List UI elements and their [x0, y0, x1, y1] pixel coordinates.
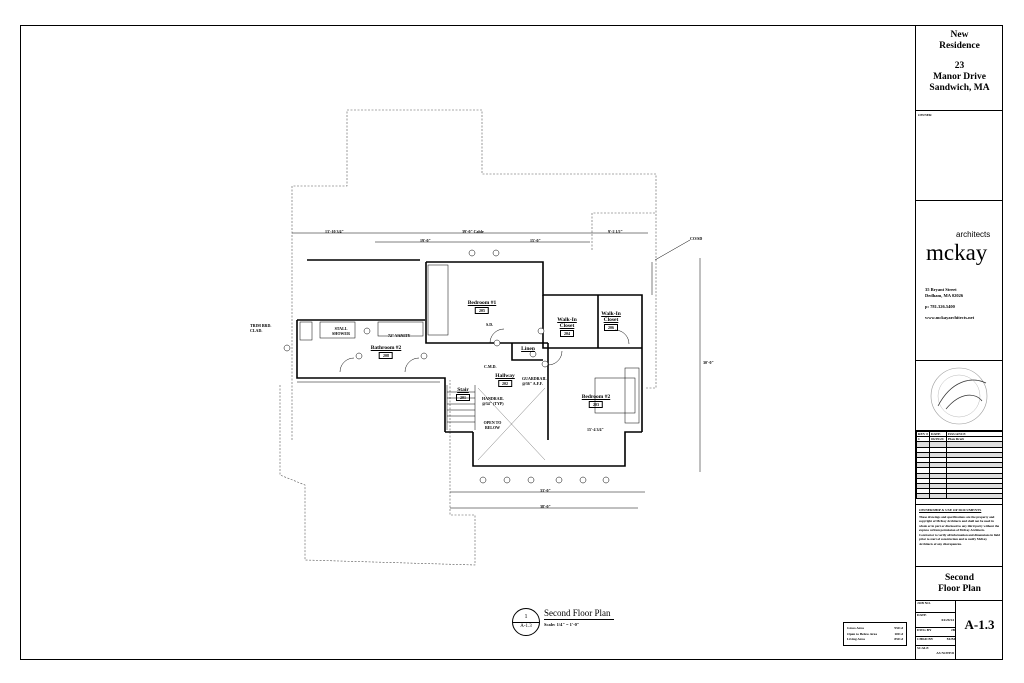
owner-label: OWNER [918, 113, 932, 117]
owner-section: OWNER [916, 111, 1003, 201]
note-vanity: 72" VANITY [388, 333, 411, 338]
dimension-lines [292, 232, 701, 509]
stair-treads [447, 391, 475, 423]
dim-c: 15'-0" [530, 238, 541, 243]
drawing-callout: 1 A-1.3 [512, 608, 540, 636]
address-line: 23 [954, 61, 965, 71]
project-name-line: New [950, 30, 969, 40]
ownership-heading: OWNERSHIP & USE OF DOCUMENTS [919, 508, 982, 512]
architect-seal-icon [930, 367, 988, 425]
note-trim-board: TRIM BRD. CLAD. [250, 323, 272, 333]
firm-address: 35 Bryant Street Dedham, MA 02026 p: 781… [925, 287, 974, 321]
dim-h: 15'-4 3/4" [587, 427, 604, 432]
project-name-line: Residence [939, 41, 980, 51]
floor-plan [279, 109, 701, 566]
firm-web: www.mckayarchitects.net [925, 315, 975, 320]
dim-b: 19'-0" [420, 238, 431, 243]
address-line: Manor Drive [933, 72, 986, 82]
architect-seal-section [916, 361, 1003, 431]
drawing-sheet-border [20, 25, 1003, 660]
sheet-title-line: Second [944, 573, 975, 583]
ownership-section: OWNERSHIP & USE OF DOCUMENTS These drawi… [916, 505, 1003, 567]
sheet-number: A-1.3 [964, 617, 995, 632]
dim-d: 9'-2 1/2" [608, 229, 623, 234]
roof-outline [279, 109, 657, 566]
firm-city: Dedham, MA 02026 [925, 293, 964, 298]
firm-section: architects mckay 35 Bryant Street Dedham… [916, 201, 1003, 361]
callout-sheet: A-1.3 [520, 624, 532, 629]
logo-sub: architects [956, 230, 991, 239]
note-cosd: CO/SD [690, 236, 703, 241]
dim-a: 13'-10 3/4" [325, 229, 344, 234]
drawing-scale: Scale: 1/4" = 1'-0" [544, 622, 580, 627]
field-job-no: JOB NO. [916, 601, 955, 613]
interior-details [299, 264, 640, 461]
title-block: New Residence 23 Manor Drive Sandwich, M… [915, 25, 1003, 660]
room-linen: Linen [521, 346, 535, 352]
ownership-body: These drawings and specifications are th… [919, 514, 1000, 546]
window-tags [283, 249, 610, 484]
dim-g: 30'-0" [703, 360, 714, 365]
note-stall-shower: STALL SHOWER [331, 326, 350, 336]
mckay-logo: architects mckay [926, 231, 990, 265]
dim-overall: 39'-0" Cable [462, 229, 484, 234]
note-guardrail: GUARDRAIL @36" A.F.F. [522, 376, 547, 386]
dim-e: 33'-0" [540, 488, 551, 493]
sheet-title-line: Floor Plan [938, 584, 981, 594]
firm-street: 35 Bryant Street [925, 287, 957, 292]
project-info: New Residence 23 Manor Drive Sandwich, M… [916, 25, 1003, 111]
sheet-title: Second Floor Plan [916, 567, 1003, 601]
note-sd: S.D. [486, 322, 494, 327]
dim-f: 38'-0" [540, 504, 551, 509]
logo-main: mckay [926, 240, 988, 265]
note-open-below: OPEN TO BELOW [483, 420, 502, 430]
address-line: Sandwich, MA [929, 83, 990, 93]
note-cmd: C.M.D. [484, 364, 497, 369]
walls [296, 259, 643, 467]
drawing-title: Second Floor Plan [544, 608, 614, 620]
firm-phone: p: 781.326.5400 [925, 304, 955, 309]
note-handrail: HANDRAIL @34" (TYP) [482, 396, 504, 406]
callout-number: 1 [524, 614, 528, 620]
